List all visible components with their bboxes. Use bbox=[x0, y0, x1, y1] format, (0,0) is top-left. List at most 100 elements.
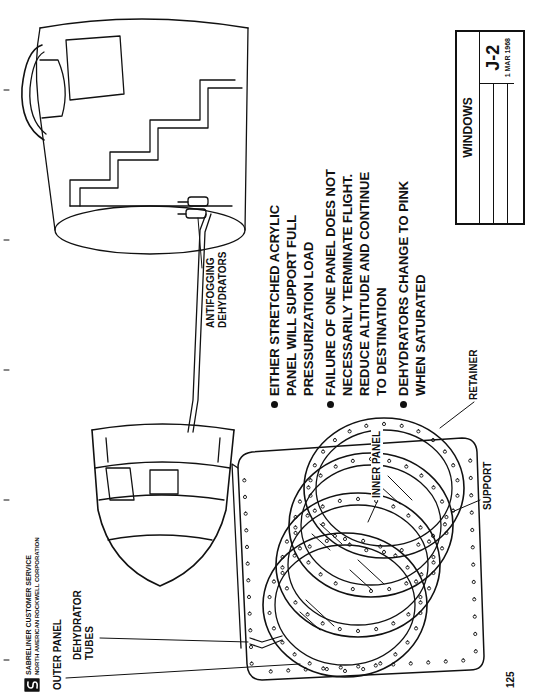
rivet-hole bbox=[309, 479, 312, 482]
drawing-stroke bbox=[108, 535, 212, 540]
drawing-stroke bbox=[106, 468, 134, 500]
drawing-stroke bbox=[22, 45, 44, 140]
rivet-hole bbox=[294, 526, 297, 529]
rivet-hole bbox=[356, 629, 359, 632]
rivet-hole bbox=[306, 613, 309, 616]
rivet-hole bbox=[388, 587, 391, 590]
rivet-hole bbox=[474, 632, 477, 635]
part-label: INNER PANEL bbox=[371, 429, 383, 500]
rivet-hole bbox=[339, 666, 342, 669]
rivet-hole bbox=[445, 531, 448, 534]
drawing-stroke bbox=[388, 476, 412, 500]
drawing-stroke bbox=[300, 612, 320, 630]
title-text: WINDOWS bbox=[457, 32, 480, 223]
rivet-hole bbox=[307, 486, 310, 489]
drawing-stroke bbox=[320, 524, 342, 544]
drawing-stroke bbox=[380, 486, 400, 504]
drawing-stroke bbox=[4, 500, 9, 501]
drawing-stroke bbox=[276, 493, 440, 637]
rivet-hole bbox=[382, 422, 385, 425]
rivet-hole bbox=[462, 659, 465, 662]
drawing-stroke bbox=[4, 370, 9, 371]
rivet-hole bbox=[362, 667, 365, 670]
rivet-hole bbox=[443, 523, 446, 526]
rivet-hole bbox=[400, 424, 403, 427]
rivet-hole bbox=[419, 611, 422, 614]
drawing-stroke bbox=[4, 660, 9, 661]
rivet-hole bbox=[405, 582, 408, 585]
drawing-stroke bbox=[66, 36, 124, 100]
rivet-hole bbox=[472, 563, 475, 566]
nose-section bbox=[92, 424, 234, 586]
rivet-hole bbox=[392, 505, 395, 508]
page-number: 125 bbox=[505, 671, 517, 688]
rivet-hole bbox=[472, 580, 475, 583]
rivet-hole bbox=[348, 430, 351, 433]
rivet-hole bbox=[298, 547, 301, 550]
drawing-stroke bbox=[198, 218, 202, 268]
rivet-hole bbox=[375, 627, 378, 630]
rivet-hole bbox=[400, 549, 403, 552]
rivet-hole bbox=[351, 459, 354, 462]
rivet-hole bbox=[432, 571, 435, 574]
rivet-hole bbox=[382, 550, 385, 553]
binder-marks bbox=[4, 90, 9, 660]
company-logo bbox=[25, 679, 39, 691]
drawing-stroke bbox=[92, 424, 234, 430]
rivet-hole bbox=[417, 430, 420, 433]
rivet-hole bbox=[452, 509, 455, 512]
drawing-stroke bbox=[350, 570, 372, 590]
drawing-stroke bbox=[150, 470, 178, 494]
rivet-hole bbox=[294, 601, 297, 604]
rivet-hole bbox=[269, 670, 272, 673]
rivet-hole bbox=[456, 494, 459, 497]
rivet-hole bbox=[414, 627, 417, 630]
drawing-stroke bbox=[188, 214, 206, 432]
drawing-stroke bbox=[99, 495, 224, 500]
rivet-hole bbox=[333, 438, 336, 441]
rivet-hole bbox=[470, 494, 473, 497]
rivet-hole bbox=[431, 534, 434, 537]
rivet-hole bbox=[321, 622, 324, 625]
rivet-hole bbox=[427, 661, 430, 664]
rule-line bbox=[494, 84, 508, 223]
rivet-hole bbox=[406, 641, 409, 644]
rivet-hole bbox=[427, 587, 430, 590]
rivet-hole bbox=[322, 667, 325, 670]
rivet-hole bbox=[356, 497, 359, 500]
dehydrator-bottles bbox=[178, 197, 208, 218]
drawing-stroke bbox=[186, 209, 206, 218]
window-plate bbox=[232, 438, 484, 680]
bullet-dot bbox=[400, 401, 407, 408]
rivet-hole bbox=[365, 424, 368, 427]
drawing-stroke bbox=[55, 206, 245, 254]
rivet-hole bbox=[306, 514, 309, 517]
rivet-hole bbox=[379, 545, 382, 548]
rivet-hole bbox=[440, 500, 443, 503]
rule-line bbox=[480, 84, 494, 223]
rivet-holes bbox=[243, 422, 478, 673]
rivet-hole bbox=[374, 664, 377, 667]
rivet-hole bbox=[309, 494, 312, 497]
rivet-hole bbox=[470, 511, 473, 514]
drawing-stroke bbox=[40, 19, 248, 28]
rivet-hole bbox=[293, 554, 296, 557]
rivet-hole bbox=[250, 662, 253, 665]
note-text: EITHER STRETCHED ACRYLIC PANEL WILL SUPP… bbox=[266, 164, 317, 396]
drawing-stroke bbox=[316, 430, 452, 546]
title-block: WINDOWSJ-21 MAR 1968 bbox=[455, 30, 525, 225]
footer-text: SABRELINER CUSTOMER SERVICE bbox=[25, 555, 33, 675]
rivet-hole bbox=[333, 534, 336, 537]
rivet-hole bbox=[298, 500, 301, 503]
rivet-hole bbox=[304, 668, 307, 671]
rivet-hole bbox=[379, 662, 382, 665]
rivet-hole bbox=[308, 662, 311, 665]
rivet-hole bbox=[319, 573, 322, 576]
rivet-hole bbox=[452, 464, 455, 467]
rivet-hole bbox=[406, 566, 409, 569]
rivet-hole bbox=[469, 476, 472, 479]
rivet-hole bbox=[474, 650, 477, 653]
drawing-stroke bbox=[232, 464, 241, 648]
title-body: J-21 MAR 1968 bbox=[480, 32, 514, 223]
rivet-hole bbox=[405, 465, 408, 468]
